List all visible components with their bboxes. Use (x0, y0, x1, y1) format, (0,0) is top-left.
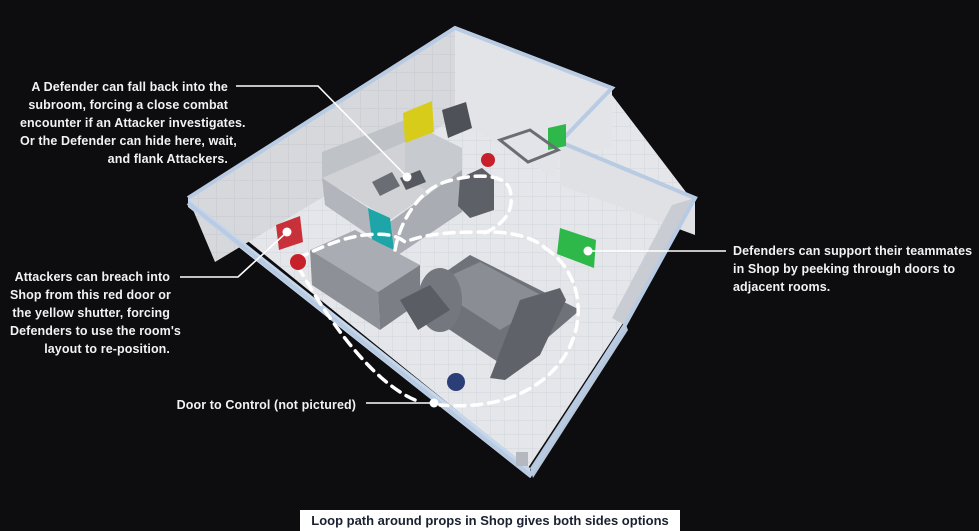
annotation-line: Attackers can breach into (14, 270, 170, 284)
subroom-back-wall (322, 120, 405, 178)
counter-side (378, 265, 420, 330)
teal-door (368, 208, 394, 250)
corner-post (516, 452, 528, 466)
callout-dot-breach (282, 227, 292, 237)
annotation-line: Defenders can support their teammates (733, 244, 973, 258)
cabinet (442, 102, 472, 138)
subroom-side-wall (390, 170, 462, 255)
annotation-line: adjacent rooms. (733, 280, 831, 294)
annotation-line: encounter if an Attacker investigates. (20, 116, 246, 130)
annotation-subroom: A Defender can fall back into the subroo… (20, 78, 246, 168)
leader-subroom (236, 85, 408, 178)
annotation-breach: Attackers can breach into Shop from this… (10, 268, 181, 358)
annotation-line: Door to Control (not pictured) (176, 398, 356, 412)
wall-trim (186, 25, 698, 478)
attacker-marker (481, 153, 495, 167)
callout-dot-subroom (402, 172, 412, 182)
green-door-back (548, 124, 566, 150)
subroom-crate (372, 172, 400, 196)
shelf (496, 128, 562, 164)
annotation-door: Door to Control (not pictured) (150, 396, 356, 414)
annotation-line: Shop from this red door or (10, 288, 171, 302)
subroom-box (400, 170, 426, 190)
back-right-wall (455, 28, 612, 178)
callout-dot-door (429, 398, 439, 408)
machine-bracket-left (400, 285, 450, 330)
machine (458, 168, 494, 218)
annotation-support: Defenders can support their teammates in… (733, 242, 973, 296)
defender-marker (447, 373, 465, 391)
loop-path (296, 174, 580, 408)
yellow-shutter (403, 101, 434, 143)
annotation-line: A Defender can fall back into the (31, 80, 228, 94)
machine-bracket-right (490, 288, 566, 380)
callout-dot-support (583, 246, 593, 256)
attacker-marker (290, 254, 306, 270)
leader-breach (180, 231, 288, 278)
annotation-line: layout to re-position. (44, 342, 170, 356)
caption: Loop path around props in Shop gives bot… (300, 510, 680, 531)
annotation-line: Or the Defender can hide here, wait, (20, 134, 237, 148)
annotation-line: subroom, forcing a close combat (28, 98, 228, 112)
right-wall (612, 198, 695, 325)
annotation-line: in Shop by peeking through doors to (733, 262, 956, 276)
annotation-line: Defenders to use the room's (10, 324, 181, 338)
back-left-wall (188, 28, 455, 262)
green-door-right (557, 228, 596, 268)
annotation-line: and flank Attackers. (107, 152, 228, 166)
right-inner-wall (560, 142, 695, 235)
counter-top (310, 230, 420, 292)
counter-front (310, 250, 380, 330)
annotation-line: the yellow shutter, forcing (12, 306, 170, 320)
